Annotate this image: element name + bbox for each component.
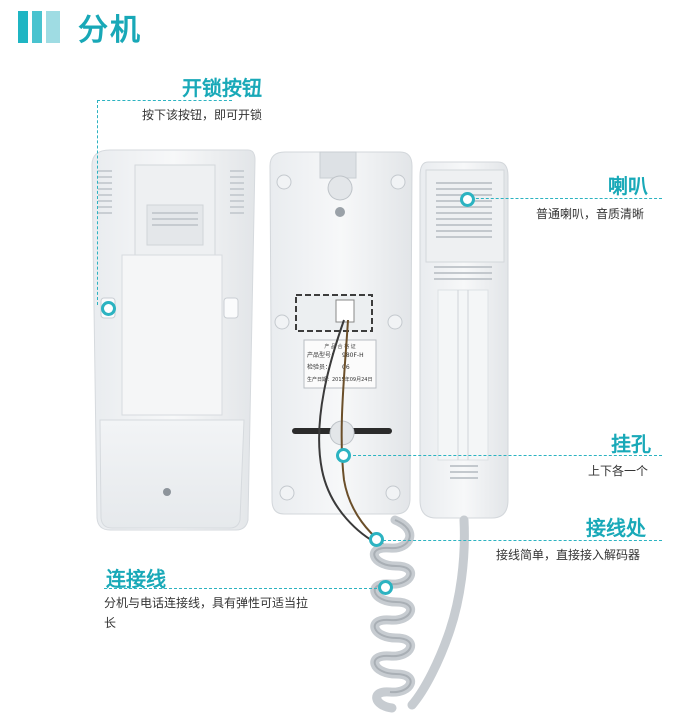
speaker-callout-line — [466, 198, 662, 199]
hang-hole-callout-line — [343, 455, 662, 456]
svg-text:产 品 合 格 证: 产 品 合 格 证 — [324, 343, 355, 350]
cable-marker-icon — [378, 580, 393, 595]
svg-text:检验员：: 检验员： — [307, 363, 331, 371]
section-header: 分机 — [18, 10, 142, 48]
cable-desc: 分机与电话连接线，具有弹性可适当拉长 — [104, 596, 309, 630]
unlock-marker-icon — [101, 301, 116, 316]
accent-bar-icon — [32, 11, 42, 43]
handset — [419, 161, 509, 519]
coiled-cord-shadow — [373, 519, 412, 694]
wiring-title: 接线处 — [586, 516, 646, 540]
unlock-callout-line — [97, 100, 98, 305]
wiring-desc: 接线简单，直接接入解码器 — [496, 548, 641, 562]
page-title: 分机 — [78, 13, 142, 48]
wiring-callout-line — [378, 540, 662, 541]
hang-hole-desc: 上下各一个 — [588, 464, 649, 478]
accent-bar-icon — [18, 11, 28, 43]
unlock-title: 开锁按钮 — [182, 76, 262, 100]
accent-bar-icon — [46, 11, 60, 43]
intercom-back-panel: 产 品 合 格 证 产品型号： 980F-H 检验员： 06 生产日期：2015… — [269, 151, 413, 546]
cable-callout-line — [104, 588, 382, 589]
cable-title: 连接线 — [106, 567, 166, 591]
svg-text:生产日期：2015年09月24日: 生产日期：2015年09月24日 — [307, 376, 372, 383]
hang-hole-marker-icon — [336, 448, 351, 463]
speaker-title: 喇叭 — [608, 174, 648, 198]
wiring-marker-icon — [369, 532, 384, 547]
svg-text:06: 06 — [342, 364, 350, 371]
unlock-callout-line — [97, 100, 232, 101]
handset-base-front — [91, 149, 256, 531]
hang-hole-title: 挂孔 — [611, 432, 651, 456]
svg-text:产品型号：: 产品型号： — [307, 351, 337, 359]
speaker-marker-icon — [460, 192, 475, 207]
svg-text:980F-H: 980F-H — [342, 352, 364, 359]
speaker-desc: 普通喇叭，音质清晰 — [536, 207, 645, 221]
unlock-desc: 按下该按钮，即可开锁 — [142, 108, 263, 122]
